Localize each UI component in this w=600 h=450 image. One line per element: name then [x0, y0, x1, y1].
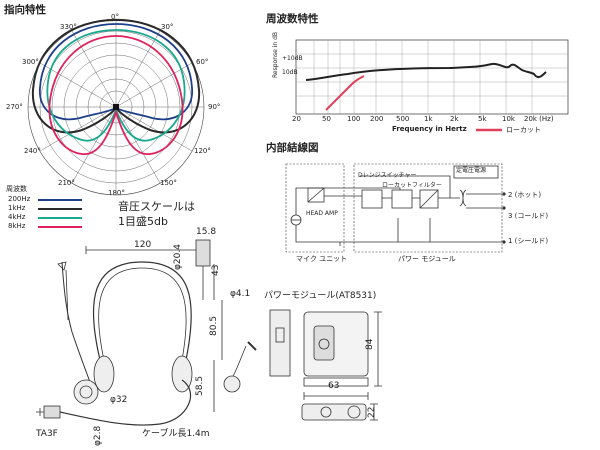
headset-drawing	[36, 239, 257, 426]
scale-note-line2: 1目盛5db	[118, 215, 168, 228]
dim-58-5: 58.5	[195, 375, 205, 396]
freq-x-tick: 5k	[478, 115, 487, 123]
dim-phi-4-1: φ4.1	[230, 289, 251, 299]
freq-x-tick: 20	[292, 115, 301, 123]
dim-80-5: 80.5	[209, 315, 219, 336]
freq-y-tick-10: 10dB	[282, 69, 298, 76]
switcher-label: Dレンジスイッチャー	[358, 172, 417, 179]
pin2-label: 2 (ホット)	[508, 191, 542, 199]
polar-curve-8khz	[48, 35, 184, 155]
polar-legend-title: 周波数	[6, 185, 27, 193]
lowcut-legend-label: ローカット	[506, 126, 541, 134]
lowcut-filter-label: ローカットフィルター	[382, 182, 442, 189]
module-title: パワーモジュール(AT8531)	[264, 291, 377, 301]
legend-label-8khz: 8kHz	[8, 222, 26, 230]
freq-y-label: Response in dB	[272, 31, 279, 78]
polar-angle-240: 240°	[24, 147, 41, 155]
dim-15-8: 15.8	[196, 227, 217, 237]
legend-swatch-4khz	[38, 217, 82, 219]
module-height: 84	[365, 338, 375, 350]
polar-angle-330: 330°	[60, 23, 77, 31]
polar-angle-60: 60°	[196, 58, 209, 66]
freq-x-tick: 2k	[450, 115, 459, 123]
freq-x-tick: 50	[322, 115, 331, 123]
freq-response-curve	[305, 62, 547, 81]
freq-lowcut-curve	[325, 75, 365, 111]
legend-label-1khz: 1kHz	[8, 204, 26, 212]
cable-length-label: ケーブル長1.4m	[142, 429, 210, 439]
dim-phi-2-8: φ2.8	[93, 425, 103, 446]
connector-label: TA3F	[36, 429, 58, 439]
freq-x-tick: 200	[370, 115, 384, 123]
polar-angle-300: 300°	[22, 58, 39, 66]
freq-x-tick: 20k (Hz)	[524, 115, 554, 123]
pin3-label: 3 (コールド)	[508, 212, 549, 220]
module-depth: 22	[367, 406, 377, 418]
legend-swatch-8khz	[38, 226, 82, 228]
freq-x-tick: 1k	[424, 115, 433, 123]
legend-swatch-200hz	[38, 199, 82, 201]
freq-x-tick: 10k	[502, 115, 515, 123]
regulator-label: 定電圧電源	[456, 167, 487, 174]
wiring-title: 内部結線図	[266, 142, 319, 154]
polar-angle-120: 120°	[194, 147, 211, 155]
polar-angle-180: 180°	[108, 189, 125, 197]
wiring-diagram	[285, 163, 506, 253]
polar-angle-30: 30°	[161, 23, 174, 31]
dim-phi-20-4: φ20.4	[173, 244, 183, 270]
power-module-drawing	[269, 309, 382, 421]
polar-angle-90: 90°	[208, 103, 221, 111]
dim-43: 43	[211, 264, 221, 276]
polar-title: 指向特性	[4, 4, 46, 16]
polar-angle-210: 210°	[58, 179, 75, 187]
freq-y-tick-plus10: +10dB	[282, 55, 303, 62]
frequency-response-chart	[295, 39, 569, 132]
freq-x-tick: 500	[396, 115, 410, 123]
polar-pattern-chart	[27, 18, 205, 196]
legend-label-200hz: 200Hz	[8, 195, 31, 203]
scale-note-line1: 音圧スケールは	[118, 200, 195, 213]
mic-unit-label: マイク ユニット	[296, 255, 348, 263]
module-width: 63	[328, 381, 340, 391]
freq-title: 周波数特性	[266, 13, 319, 25]
head-amp-label: HEAD AMP	[306, 210, 338, 217]
legend-swatch-1khz	[38, 208, 82, 210]
dim-width: 120	[134, 240, 152, 250]
power-module-label: パワー モジュール	[398, 255, 456, 263]
polar-angle-0: 0°	[111, 13, 119, 21]
polar-angle-270: 270°	[6, 103, 23, 111]
freq-x-tick: 100	[347, 115, 361, 123]
pin1-label: 1 (シールド)	[508, 237, 549, 245]
polar-angle-150: 150°	[160, 179, 177, 187]
legend-label-4khz: 4kHz	[8, 213, 26, 221]
dim-phi-32: φ32	[110, 395, 128, 405]
freq-x-label: Frequency in Hertz	[392, 125, 467, 133]
